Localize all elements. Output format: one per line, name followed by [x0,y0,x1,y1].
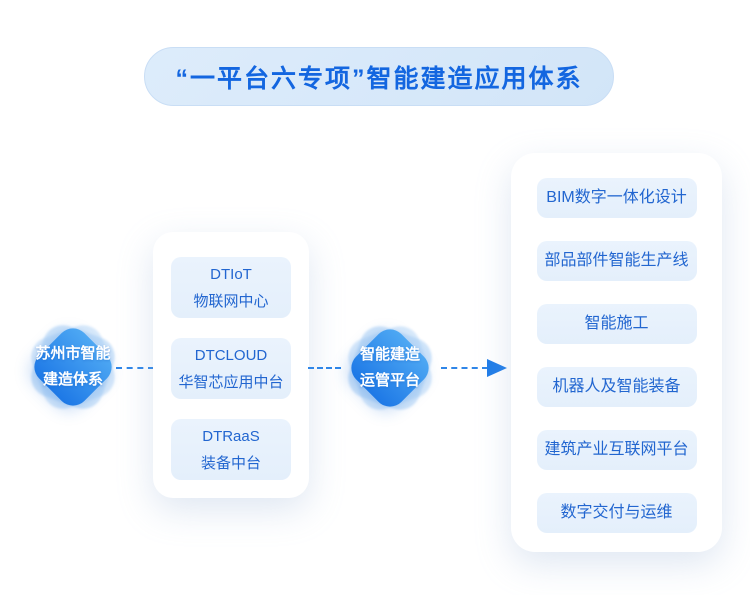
component-name: DTIoT [210,265,252,283]
application-chip-digital-delivery-om: 数字交付与运维 [536,493,697,533]
node-suzhou-construction-system: 苏州市智能 建造体系 [23,317,123,417]
node-label-line: 智能建造 [359,346,420,363]
platform-components-card: DTIoT 物联网中心 DTCLOUD 华智芯应用中台 DTRaaS 装备中台 [153,232,309,498]
component-desc: 物联网中心 [193,292,269,310]
diagram-title: “一平台六专项”智能建造应用体系 [175,64,583,93]
node-operation-management-platform: 智能建造 运管平台 [340,318,440,418]
application-chip-smart-construction: 智能施工 [536,304,697,344]
diagram-title-banner: “一平台六专项”智能建造应用体系 [144,47,614,106]
dashed-connector-components-to-platform [308,367,341,369]
component-chip-dtcloud: DTCLOUD 华智芯应用中台 [171,338,291,399]
application-chip-bim-design: BIM数字一体化设计 [536,178,697,218]
arrowhead-icon [487,359,507,377]
application-label: 部品部件智能生产线 [544,252,689,269]
application-label: 智能施工 [584,315,649,332]
component-chip-dtraas: DTRaaS 装备中台 [171,419,291,480]
node-label: 苏州市智能 建造体系 [23,317,123,417]
node-label-line: 运管平台 [359,372,420,389]
application-label: BIM数字一体化设计 [546,189,687,206]
dashed-connector-source-to-components [116,367,154,369]
component-desc: 华智芯应用中台 [178,373,284,391]
application-label: 建筑产业互联网平台 [544,441,689,458]
component-name: DTCLOUD [194,346,268,364]
node-label-line: 建造体系 [42,371,103,388]
application-label: 机器人及智能装备 [552,378,681,395]
component-desc: 装备中台 [200,454,261,472]
component-chip-dtiot: DTIoT 物联网中心 [171,257,291,318]
application-chip-industry-internet-platform: 建筑产业互联网平台 [536,430,697,470]
application-label: 数字交付与运维 [560,504,673,521]
dashed-connector-platform-to-applications [441,367,488,369]
applications-card: BIM数字一体化设计 部品部件智能生产线 智能施工 机器人及智能装备 建筑产业互… [511,153,722,552]
application-chip-smart-production-line: 部品部件智能生产线 [536,241,697,281]
application-chip-robots-equipment: 机器人及智能装备 [536,367,697,407]
component-name: DTRaaS [202,427,260,445]
node-label-line: 苏州市智能 [35,345,111,362]
node-label: 智能建造 运管平台 [340,318,440,418]
